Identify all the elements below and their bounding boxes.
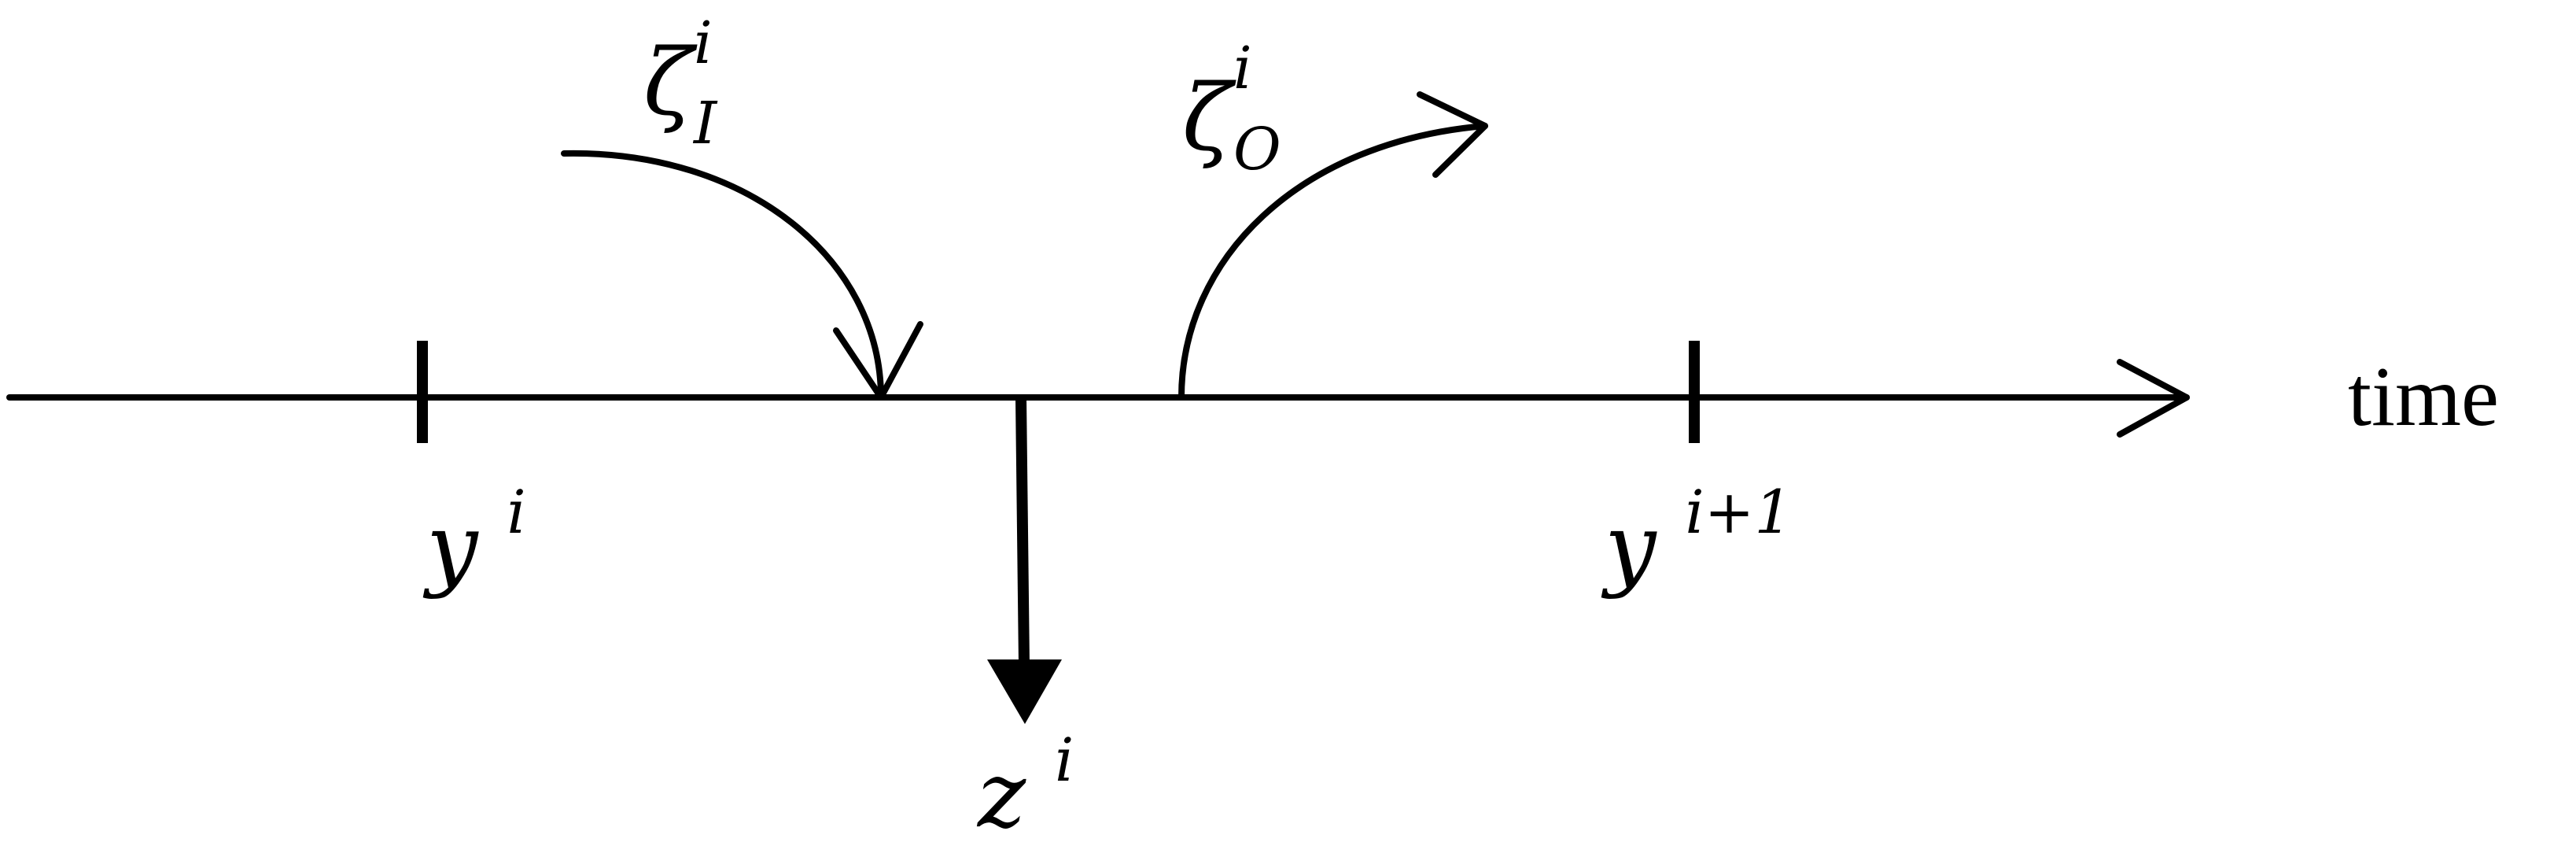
incoming-arrow-label: ζ i I: [643, 0, 742, 157]
outgoing-label-base: ζ: [1182, 65, 1236, 172]
down-label-base: z: [976, 742, 1026, 848]
tick-y-i-plus-1: y i+1: [1601, 341, 1793, 600]
outgoing-arrowhead: [1417, 91, 1488, 178]
down-arrow-label: z i: [976, 725, 1074, 848]
incoming-arrowhead: [833, 321, 923, 401]
outgoing-arrow: ζ i O: [1178, 4, 1488, 401]
outgoing-arrow-curve: [1178, 123, 1488, 401]
incoming-arrow-curve: [561, 150, 884, 401]
time-axis-label: time: [2348, 350, 2499, 444]
tick-label-superscript: i+1: [1685, 477, 1792, 547]
down-label-superscript: i: [1055, 725, 1074, 795]
incoming-arrow: ζ i I: [561, 0, 923, 401]
incoming-label-base: ζ: [643, 30, 698, 136]
outgoing-arrow-label: ζ i O: [1182, 4, 1281, 183]
time-axis: time: [6, 350, 2499, 444]
tick-label-base: y: [1601, 494, 1657, 600]
down-arrow: z i: [976, 397, 1074, 848]
tick-label-y-i-plus-1: y i+1: [1601, 477, 1793, 600]
outgoing-label-superscript: i: [1233, 35, 1252, 102]
down-arrowhead: [987, 659, 1062, 724]
incoming-label-subscript: I: [692, 90, 718, 157]
incoming-label-superscript: i: [694, 9, 713, 77]
tick-label-y-i: y i: [422, 477, 526, 600]
tick-label-superscript: i: [507, 477, 525, 547]
tick-y-i: y i: [417, 341, 526, 600]
down-arrow-line: [1015, 397, 1030, 666]
tick-label-base: y: [422, 494, 479, 600]
time-axis-arrowhead: [2117, 359, 2190, 438]
outgoing-label-subscript: O: [1233, 116, 1281, 183]
